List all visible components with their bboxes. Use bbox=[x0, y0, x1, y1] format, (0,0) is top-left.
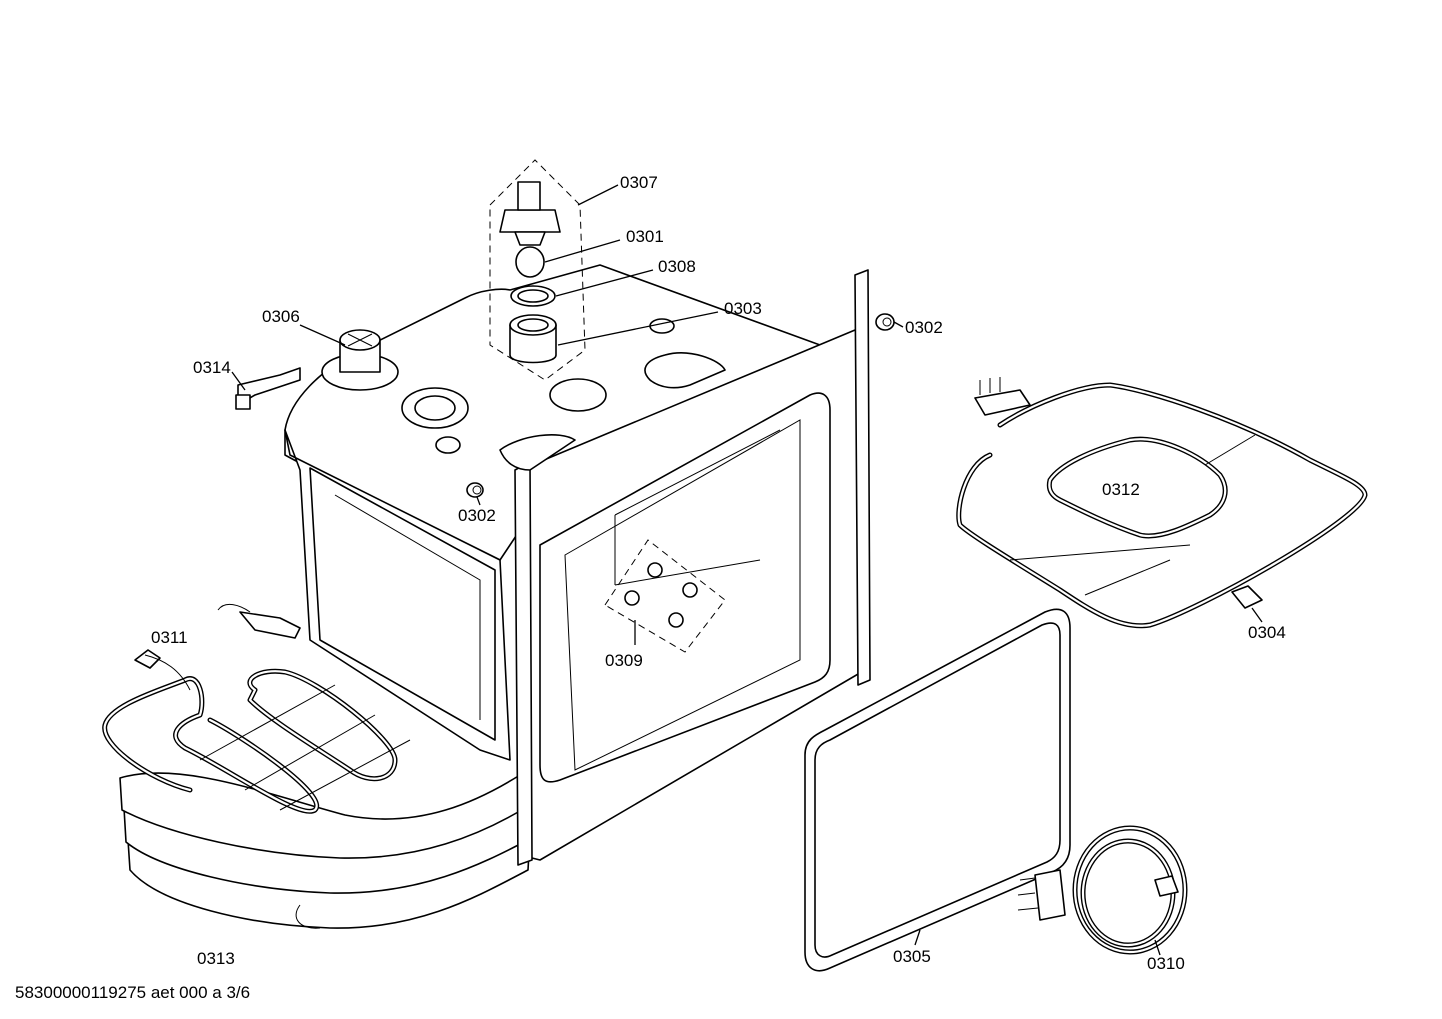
screw-set-0309 bbox=[604, 539, 726, 653]
top-fitting-0306 bbox=[321, 329, 399, 391]
label-0301: 0301 bbox=[626, 227, 664, 246]
label-0303: 0303 bbox=[724, 299, 762, 318]
insulation-mat-0313 bbox=[119, 772, 531, 929]
label-0314: 0314 bbox=[193, 358, 231, 377]
label-0302-left: 0302 bbox=[458, 506, 496, 525]
label-0305: 0305 bbox=[893, 947, 931, 966]
ring-heating-element-0310 bbox=[1017, 825, 1188, 955]
door-seal-0305 bbox=[804, 608, 1071, 972]
part-labels: 0307 0301 0308 0303 0302 0306 0314 0302 … bbox=[151, 173, 1286, 973]
label-0310: 0310 bbox=[1147, 954, 1185, 973]
label-0304: 0304 bbox=[1248, 623, 1286, 642]
label-0306: 0306 bbox=[262, 307, 300, 326]
leader-lines bbox=[231, 184, 1263, 956]
label-0311: 0311 bbox=[151, 628, 188, 647]
bracket-0304 bbox=[1231, 585, 1263, 609]
sensor-clip-0314 bbox=[235, 367, 301, 410]
label-0313: 0313 bbox=[197, 949, 235, 968]
label-0307: 0307 bbox=[620, 173, 658, 192]
element-bracket bbox=[217, 603, 301, 639]
label-0308: 0308 bbox=[658, 257, 696, 276]
label-0309: 0309 bbox=[605, 651, 643, 670]
label-0312: 0312 bbox=[1102, 480, 1140, 499]
spacer-0302-left bbox=[466, 482, 484, 498]
drawing-code: 58300000119275 aet 000 a 3/6 bbox=[15, 983, 250, 1002]
lamp-assembly bbox=[489, 159, 586, 381]
label-0302-right: 0302 bbox=[905, 318, 943, 337]
spacer-0302-right bbox=[875, 313, 895, 331]
lower-heating-element-0311 bbox=[102, 649, 411, 814]
top-heating-element-0312 bbox=[956, 377, 1368, 629]
